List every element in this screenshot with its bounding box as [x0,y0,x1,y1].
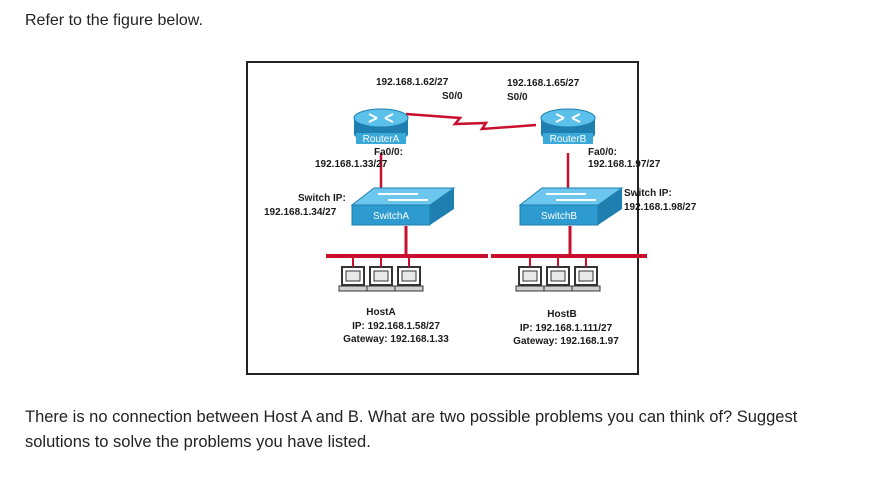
router-b-s0-ip: 192.168.1.65/27 [507,78,580,89]
router-a-s0-ip: 192.168.1.62/27 [376,77,449,88]
router-b-fa-if: Fa0/0: [588,147,617,158]
host-b-name: HostB [547,309,576,320]
router-a-fa-ip: 192.168.1.33/27 [315,159,388,170]
host-a-name: HostA [366,307,395,318]
switch-b-ip: 192.168.1.98/27 [624,202,697,213]
intro-text: Refer to the figure below. [25,12,203,29]
switch-b-label: Switch IP: [624,188,672,199]
host-a-pcs [338,258,424,292]
switch-a-ip: 192.168.1.34/27 [264,207,337,218]
switch-b-name: SwitchB [541,211,577,222]
lan-bar-a [326,254,488,258]
serial-link [405,112,537,131]
switch-a-name: SwitchA [373,211,409,222]
router-b-fa-ip: 192.168.1.97/27 [588,159,661,170]
switch-a-label: Switch IP: [298,193,346,204]
network-diagram: RouterA RouterB SwitchA SwitchB [264,77,697,347]
router-a-s0-if: S0/0 [442,91,463,102]
question-line-2: solutions to solve the problems you have… [25,433,371,451]
network-figure: RouterA RouterB SwitchA SwitchB [246,61,697,375]
router-b: RouterB [540,108,596,145]
router-a-fa-if: Fa0/0: [374,147,403,158]
router-b-s0-if: S0/0 [507,92,528,103]
host-b-gateway: Gateway: 192.168.1.97 [513,336,619,347]
switch-b: SwitchB [518,187,624,226]
question-text: There is no connection between Host A an… [25,405,855,455]
lan-bar-b [491,254,647,258]
host-b-ip: IP: 192.168.1.111/27 [520,323,613,334]
question-line-1: There is no connection between Host A an… [25,408,798,426]
router-a-name: RouterA [363,134,400,145]
router-a: RouterA [353,108,409,145]
host-a-ip: IP: 192.168.1.58/27 [352,321,440,332]
router-b-name: RouterB [550,134,587,145]
switch-a: SwitchA [350,187,456,226]
host-b-pcs [515,258,601,292]
host-a-gateway: Gateway: 192.168.1.33 [343,334,449,345]
